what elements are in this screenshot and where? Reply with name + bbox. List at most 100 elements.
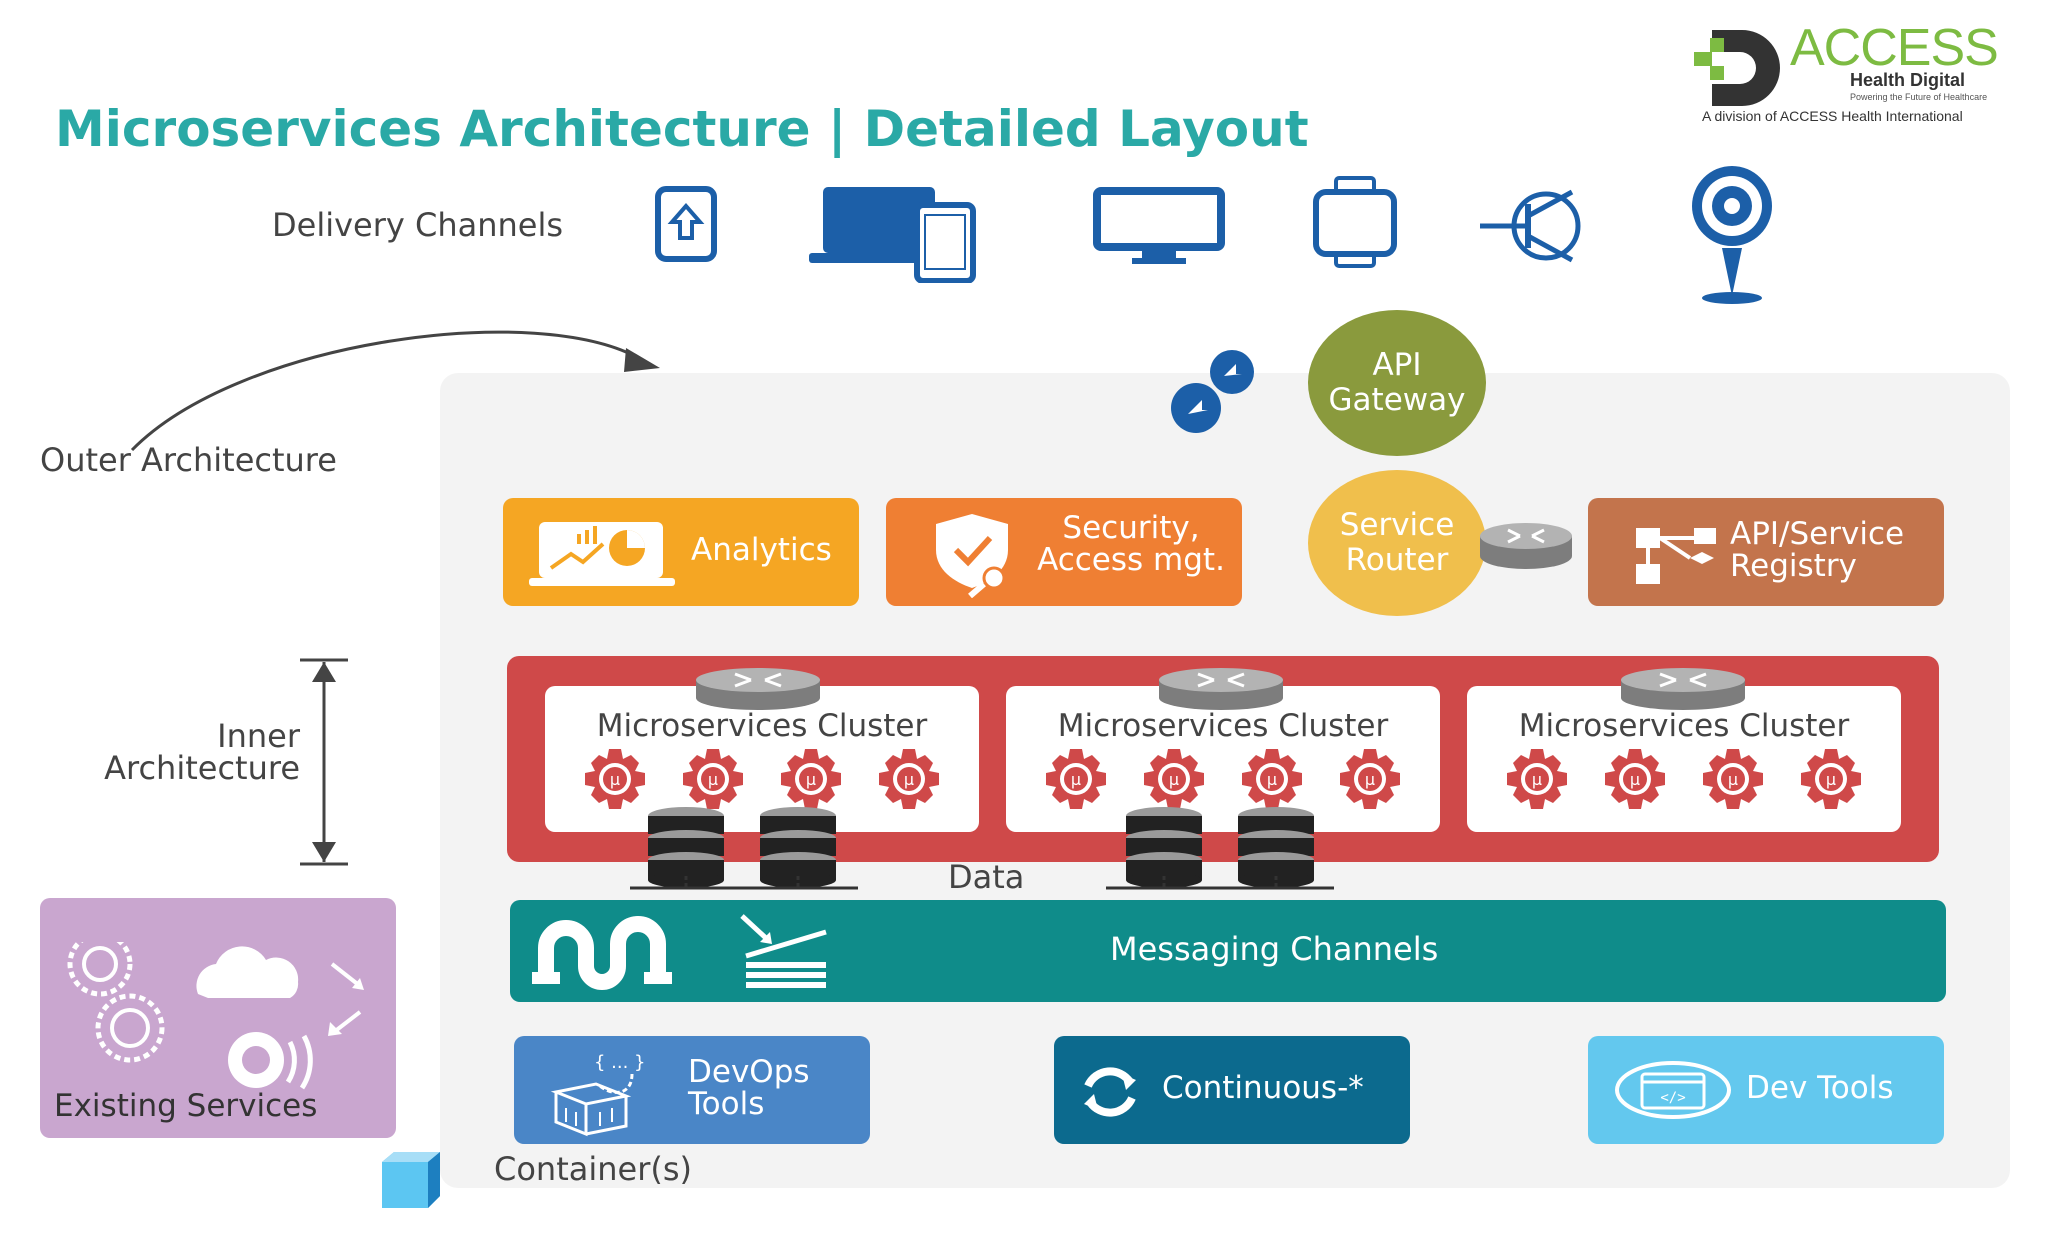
security-shield-key-icon: [936, 514, 1008, 598]
devops-box-icon: { ... }: [550, 1052, 646, 1137]
microservice-gear-icon: μ: [879, 749, 939, 809]
svg-text:</>: </>: [1660, 1090, 1685, 1106]
logo-d-icon: [1694, 30, 1780, 106]
cluster-2-services: μ μ μ μ: [1006, 748, 1440, 810]
svg-text:μ: μ: [708, 770, 718, 789]
api-gateway[interactable]: API Gateway: [1308, 310, 1486, 456]
analytics-label: Analytics: [691, 532, 832, 568]
microservice-gear-icon: μ: [1046, 749, 1106, 809]
cluster-1-router-icon: [696, 668, 820, 710]
microservice-gear-icon: μ: [1144, 749, 1204, 809]
svg-text:μ: μ: [1169, 770, 1179, 789]
transistor-iot-icon: [1480, 189, 1581, 263]
svg-text:μ: μ: [1365, 770, 1375, 789]
service-router-icon: [1480, 523, 1572, 569]
cluster-2-title: Microservices Cluster: [1057, 708, 1389, 744]
microservice-gear-icon: μ: [1703, 749, 1763, 809]
microservices-cluster-1[interactable]: Microservices Cluster μ μ μ μ: [545, 686, 979, 832]
code-window-icon: </>: [1615, 1061, 1731, 1119]
svg-text:μ: μ: [1267, 770, 1277, 789]
cluster-3-services: μ μ μ μ: [1467, 748, 1901, 810]
existing-services-icons: [67, 942, 364, 1090]
dev-tools-label: Dev Tools: [1746, 1070, 1894, 1106]
microservices-cluster-2[interactable]: Microservices Cluster μ μ μ μ: [1006, 686, 1440, 832]
brand-division: A division of ACCESS Health Internationa…: [1702, 108, 1963, 124]
svg-text:μ: μ: [610, 770, 620, 789]
messaging-channels[interactable]: Messaging Channels: [510, 900, 1946, 1002]
outer-architecture-arrow: [130, 330, 660, 452]
microservice-gear-icon: μ: [1242, 749, 1302, 809]
devops-line2: Tools: [688, 1086, 765, 1122]
microservice-gear-icon: μ: [1340, 749, 1400, 809]
registry-line1: API/Service: [1730, 516, 1905, 552]
delivery-channels-label: Delivery Channels: [272, 206, 564, 244]
cluster-3-router-icon: [1621, 668, 1745, 710]
registry-tree-icon: [1636, 528, 1716, 584]
existing-services-label: Existing Services: [54, 1088, 318, 1124]
svg-text:μ: μ: [1826, 770, 1836, 789]
microservice-gear-icon: μ: [1507, 749, 1567, 809]
location-pin-icon: [1692, 166, 1772, 304]
microservice-gear-icon: μ: [1801, 749, 1861, 809]
cluster-2-router-icon: [1159, 668, 1283, 710]
sync-icon: [1084, 1067, 1136, 1117]
laptop-tablet-icon: [809, 187, 976, 283]
cluster-3-title: Microservices Cluster: [1518, 708, 1850, 744]
svg-text:μ: μ: [1071, 770, 1081, 789]
microservice-gear-icon: μ: [1605, 749, 1665, 809]
devops-label: DevOps Tools: [688, 1056, 810, 1120]
pipes-icon: [532, 916, 672, 990]
microservice-gear-icon: μ: [781, 749, 841, 809]
database-icon: [648, 807, 724, 888]
data-label: Data: [948, 858, 1025, 896]
security-label: Security, Access mgt.: [1026, 512, 1236, 576]
page-title: Microservices Architecture | Detailed La…: [55, 100, 1309, 158]
security-tile[interactable]: Security, Access mgt.: [886, 498, 1242, 606]
service-router[interactable]: Service Router: [1308, 470, 1486, 616]
microservices-cluster-3[interactable]: Microservices Cluster μ μ μ μ: [1467, 686, 1901, 832]
api-gateway-line1: API: [1372, 347, 1422, 383]
brand-tagline: Powering the Future of Healthcare: [1850, 92, 1988, 102]
inner-line1: Inner: [217, 717, 300, 755]
database-icon: [1126, 807, 1202, 888]
svg-text:μ: μ: [806, 770, 816, 789]
devops-tools-tile[interactable]: { ... } DevOps Tools: [514, 1036, 870, 1144]
security-line2: Access mgt.: [1037, 542, 1225, 578]
svg-text:μ: μ: [1630, 770, 1640, 789]
svg-text:μ: μ: [904, 770, 914, 789]
brand-name: ACCESS: [1790, 19, 1999, 77]
database-icon: [1238, 807, 1314, 888]
continuous-label: Continuous-*: [1162, 1070, 1364, 1106]
dev-tools-tile[interactable]: </> Dev Tools: [1588, 1036, 1944, 1144]
inner-line2: Architecture: [104, 749, 300, 787]
svg-text:μ: μ: [1728, 770, 1738, 789]
api-gateway-line2: Gateway: [1328, 382, 1466, 418]
database-icon: [760, 807, 836, 888]
brand-logo: ACCESS Health Digital Powering the Futur…: [1690, 18, 2020, 128]
registry-label: API/Service Registry: [1730, 518, 1904, 582]
outer-architecture-label: Outer Architecture: [40, 441, 337, 479]
analytics-laptop-icon: [529, 522, 675, 586]
container-label: Container(s): [494, 1150, 693, 1188]
mobile-app-icon: [655, 186, 717, 262]
cluster-1-title: Microservices Cluster: [596, 708, 928, 744]
messaging-label: Messaging Channels: [1110, 930, 1439, 968]
analytics-tile[interactable]: Analytics: [503, 498, 859, 606]
registry-tile[interactable]: API/Service Registry: [1588, 498, 1944, 606]
blue-gears-icon: [1171, 350, 1254, 433]
existing-services[interactable]: Existing Services: [40, 898, 396, 1138]
desktop-monitor-icon: [1093, 187, 1225, 264]
stack-arrow-icon: [740, 914, 827, 988]
devops-line1: DevOps: [688, 1054, 810, 1090]
inner-architecture-label: Inner Architecture: [66, 720, 300, 784]
service-router-line2: Router: [1345, 542, 1449, 578]
container-cube-icon: [382, 1152, 440, 1208]
data-connector-lines: [630, 876, 1334, 890]
cluster-1-services: μ μ μ μ: [545, 748, 979, 810]
continuous-tile[interactable]: Continuous-*: [1054, 1036, 1410, 1144]
svg-text:μ: μ: [1532, 770, 1542, 789]
svg-text:{ ... }: { ... }: [594, 1052, 646, 1073]
service-router-line1: Service: [1339, 507, 1455, 543]
microservice-gear-icon: μ: [683, 749, 743, 809]
registry-line2: Registry: [1730, 548, 1857, 584]
